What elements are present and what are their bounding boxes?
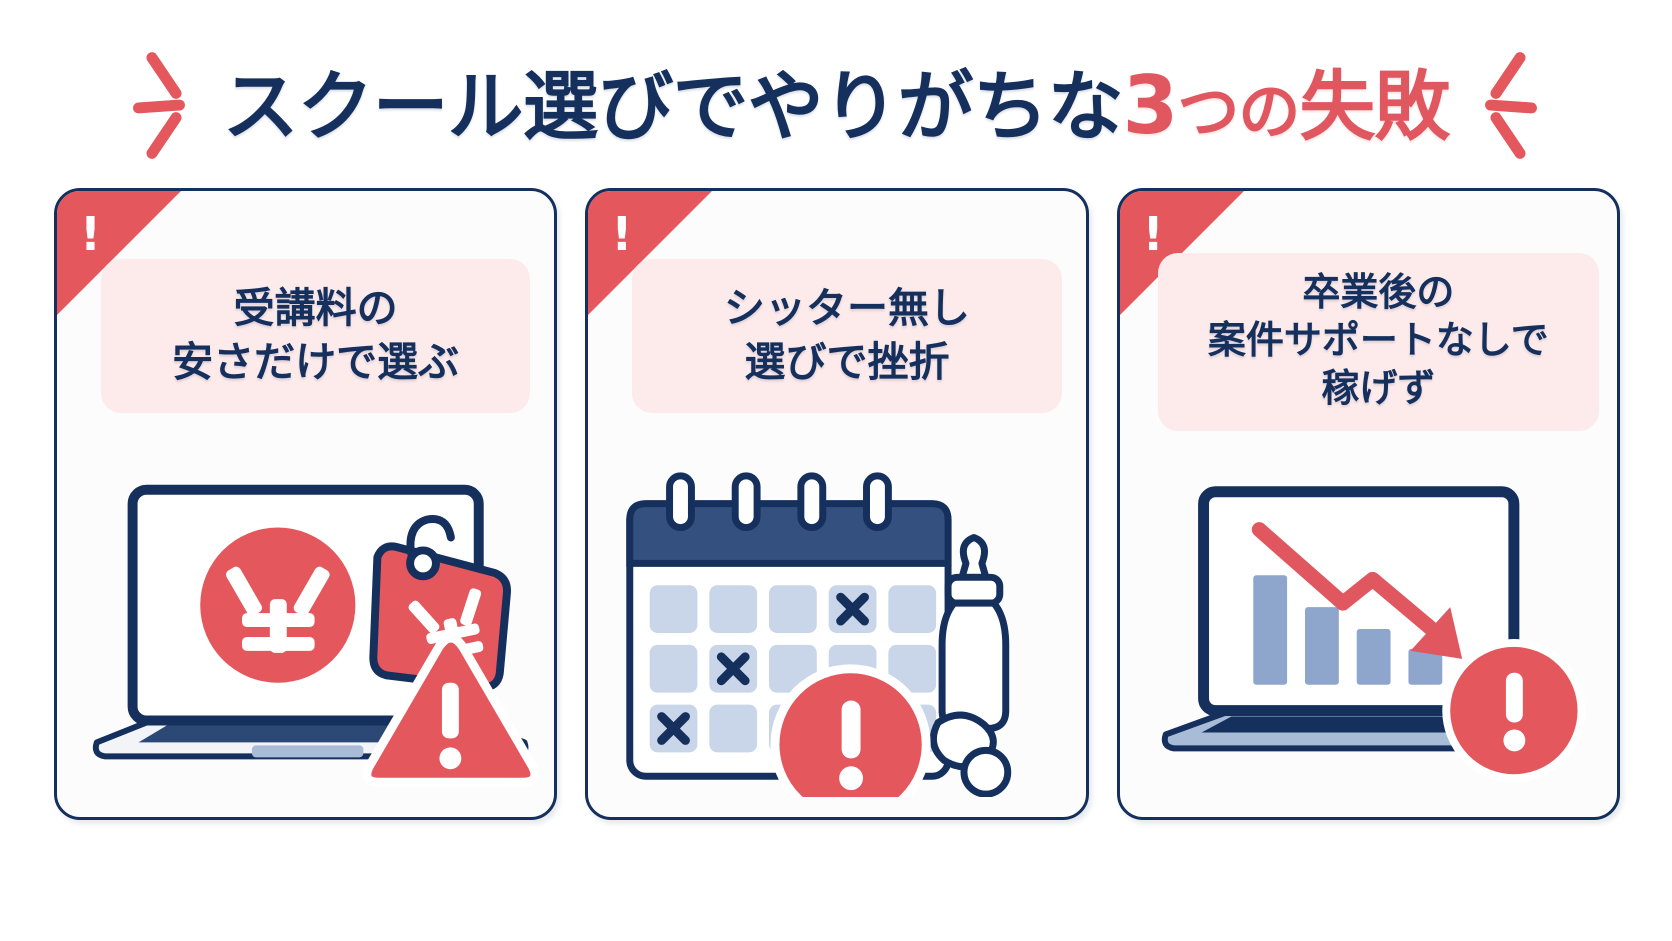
mistake-card-2[interactable]: ! シッター無し 選びで挫折 — [585, 188, 1089, 820]
bar-1 — [1252, 575, 1287, 685]
spark-lines-icon-left — [132, 50, 197, 161]
exclamation-mark: ! — [80, 207, 101, 261]
alert-circle-icon — [1441, 638, 1586, 783]
laptop-trackpad — [251, 745, 364, 758]
alert-circle-icon — [770, 664, 931, 797]
exclamation-mark: ! — [611, 207, 633, 261]
bar-chart — [1252, 575, 1442, 685]
pacifier-icon — [930, 711, 1012, 797]
card-3-headline-line-2: 案件サポートなしで — [1207, 317, 1549, 362]
title-segment-navy: スクール選びでやりがちな — [222, 62, 1124, 151]
calendar-rings — [666, 472, 893, 532]
yen-symbol — [225, 566, 330, 653]
card-2-illustration — [588, 467, 1085, 797]
card-1-headline-line-1: 受講料の — [233, 284, 398, 332]
card-3-headline-line-1: 卒業後の — [1302, 270, 1455, 314]
bar-3 — [1356, 629, 1391, 685]
card-2-headline-line-2: 選びで挫折 — [744, 338, 950, 387]
bar-2 — [1304, 607, 1339, 685]
card-2-headline: シッター無し 選びで挫折 — [632, 259, 1062, 414]
mistake-card-1[interactable]: ! 受講料の 安さだけで選ぶ — [54, 188, 558, 820]
title-segment-counter: つの — [1177, 75, 1300, 148]
spark-lines-icon-right — [1475, 50, 1538, 161]
mistake-card-3[interactable]: ! 卒業後の 案件サポートなしで 稼げず — [1116, 188, 1620, 820]
page-title: スクール選びでやりがちな 3 つの 失敗 — [222, 59, 1451, 152]
card-1-illustration — [57, 467, 554, 797]
page-title-bar: スクール選びでやりがちな 3 つの 失敗 — [0, 46, 1672, 166]
card-3-headline: 卒業後の 案件サポートなしで 稼げず — [1157, 253, 1599, 431]
title-segment-failure: 失敗 — [1299, 62, 1450, 151]
card-1-headline: 受講料の 安さだけで選ぶ — [101, 259, 531, 414]
card-2-headline-line-1: シッター無し — [723, 284, 970, 332]
down-trend-arrow-icon — [1251, 522, 1462, 659]
warning-triangle-icon — [362, 633, 540, 787]
card-3-illustration — [1120, 467, 1617, 797]
title-segment-count: 3 — [1122, 59, 1179, 152]
calendar-x-marks — [657, 592, 870, 745]
bar-4 — [1408, 648, 1442, 685]
cards-container: ! 受講料の 安さだけで選ぶ — [54, 188, 1620, 820]
exclamation-mark: ! — [1142, 207, 1164, 261]
card-3-headline-line-3: 稼げず — [1321, 365, 1436, 410]
baby-bottle-icon — [938, 534, 1010, 732]
laptop-keyboard — [1201, 716, 1516, 733]
card-1-headline-line-2: 安さだけで選ぶ — [172, 338, 460, 387]
